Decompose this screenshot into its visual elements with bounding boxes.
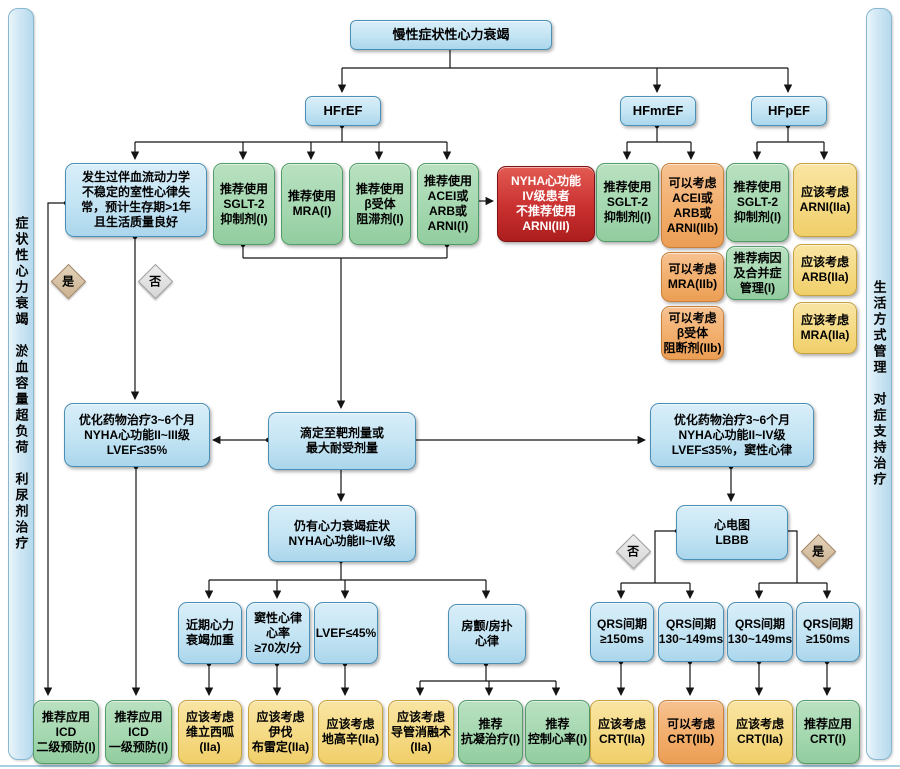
node-hfmref-betablocker: 可以考虑 β受体 阻断剂(IIb): [661, 306, 724, 360]
right-sidebar: 生活方式管理 对症支持治疗: [866, 8, 892, 760]
node-cond-af: 房颤/房扑 心律: [448, 604, 526, 664]
node-qrs-150-right: QRS间期 ≥150ms: [796, 602, 860, 662]
node-optimize-right: 优化药物治疗3~6个月 NYHA心功能II~IV级 LVEF≤35%，窦性心律: [650, 403, 814, 467]
node-icd-secondary: 推荐应用 ICD 二级预防(I): [33, 700, 99, 764]
node-cond-lvef45: LVEF≤45%: [314, 602, 378, 664]
node-hfmref: HFmrEF: [620, 96, 696, 126]
node-qrs-150-left: QRS间期 ≥150ms: [590, 602, 654, 662]
node-icd-primary: 推荐应用 ICD 一级预防(I): [105, 700, 172, 764]
node-hfpef-sglt2: 推荐使用 SGLT-2 抑制剂(I): [726, 163, 789, 242]
node-rate-control: 推荐 控制心率(I): [525, 700, 590, 764]
node-anticoagulation: 推荐 抗凝治疗(I): [458, 700, 523, 764]
node-vt-risk: 发生过伴血流动力学 不稳定的室性心律失 常，预计生存期>1年 且生活质量良好: [65, 163, 207, 237]
node-hfmref-sglt2: 推荐使用 SGLT-2 抑制剂(I): [596, 163, 659, 242]
node-qrs-130-149-left: QRS间期 130~149ms: [658, 602, 724, 662]
node-crt-i: 推荐应用 CRT(I): [796, 700, 860, 764]
node-hfref-raas: 推荐使用 ACEI或 ARB或 ARNI(I): [417, 163, 479, 245]
node-qrs-130-149-right: QRS间期 130~149ms: [727, 602, 793, 662]
node-crt-iia-2: 应该考虑 CRT(IIa): [727, 700, 793, 764]
right-sidebar-label: 生活方式管理 对症支持治疗: [871, 280, 887, 488]
left-sidebar: 症状性心力衰竭 淤血容量超负荷 利尿剂治疗: [8, 8, 34, 760]
node-cond-sinus-hr: 窦性心律 心率 ≥70次/分: [246, 602, 310, 664]
node-hfref-sglt2: 推荐使用 SGLT-2 抑制剂(I): [213, 163, 275, 245]
node-hfpef-arni: 应该考虑 ARNI(IIa): [793, 163, 857, 237]
node-hfmref-mra: 可以考虑 MRA(IIb): [661, 252, 724, 302]
node-optimize-left: 优化药物治疗3~6个月 NYHA心功能II~III级 LVEF≤35%: [64, 403, 210, 467]
node-ivabradine: 应该考虑 伊伐 布雷定(IIa): [248, 700, 313, 764]
node-hfpef-etiology: 推荐病因 及合并症 管理(I): [726, 246, 789, 300]
bottom-rule: [0, 765, 900, 767]
left-sidebar-label: 症状性心力衰竭 淤血容量超负荷 利尿剂治疗: [13, 216, 29, 552]
node-titrate: 滴定至靶剂量或 最大耐受剂量: [268, 412, 416, 470]
node-crt-iib: 可以考虑 CRT(IIb): [658, 700, 724, 764]
node-title: 慢性症状性心力衰竭: [350, 20, 552, 50]
node-hfref-betablocker: 推荐使用 β受体 阻滞剂(I): [349, 163, 411, 245]
node-ecg-lbbb: 心电图 LBBB: [676, 505, 788, 560]
node-crt-iia-1: 应该考虑 CRT(IIa): [590, 700, 654, 764]
node-hfref-mra: 推荐使用 MRA(I): [281, 163, 343, 245]
node-persistent-symptoms: 仍有心力衰竭症状 NYHA心功能II~IV级: [268, 505, 416, 562]
node-digoxin: 应该考虑 地高辛(IIa): [318, 700, 383, 764]
node-hfmref-raas: 可以考虑 ACEI或 ARB或 ARNI(IIb): [661, 163, 724, 248]
node-vericiguat: 应该考虑 维立西呱 (IIa): [178, 700, 242, 764]
node-catheter-ablation: 应该考虑 导管消融术 (IIa): [388, 700, 454, 764]
node-hfpef-mra: 应该考虑 MRA(IIa): [793, 302, 857, 354]
node-hfpef: HFpEF: [751, 96, 827, 126]
node-hfref: HFrEF: [305, 96, 381, 126]
node-hfpef-arb: 应该考虑 ARB(IIa): [793, 244, 857, 296]
node-nyha4-warning: NYHA心功能 IV级患者 不推荐使用 ARNI(III): [497, 166, 595, 242]
node-cond-recent-worsening: 近期心力 衰竭加重: [178, 602, 242, 664]
